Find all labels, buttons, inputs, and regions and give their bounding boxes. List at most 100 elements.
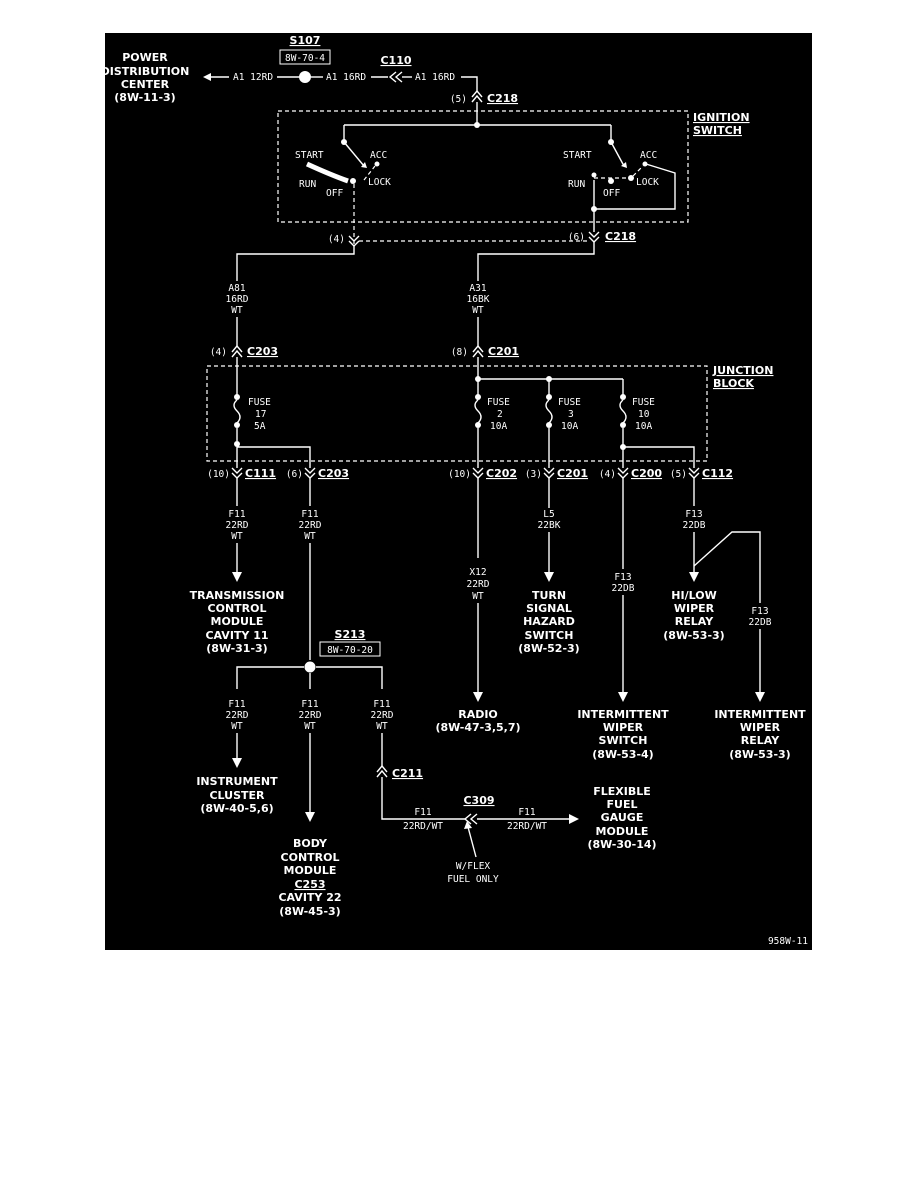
fuse-10-number: 10 bbox=[638, 409, 650, 420]
wire-f13-200-gauge: 22DB bbox=[612, 583, 635, 594]
radio-line-2: (8W-47-3,5,7) bbox=[435, 721, 520, 734]
junction-block-box bbox=[206, 365, 708, 462]
wire-a31-circuit: A31 bbox=[469, 283, 486, 294]
wire-a81-tracer: WT bbox=[231, 305, 243, 316]
turn-line-4: SWITCH bbox=[525, 629, 574, 642]
splice-s107-ref-box bbox=[279, 49, 331, 65]
pdc-label-line-2: DISTRIBUTION bbox=[105, 65, 189, 78]
wire-f11-bcm-tracer: WT bbox=[304, 721, 316, 732]
connector-c218-top-label: C218 bbox=[487, 92, 518, 105]
iwr-line-1: INTERMITTENT bbox=[714, 708, 806, 721]
connector-c201-top-label: C201 bbox=[488, 345, 519, 358]
fuse-17-symbol bbox=[233, 399, 241, 424]
ignition-right-start: START bbox=[563, 150, 592, 161]
wire-f11-rdwt-b-circuit: F11 bbox=[518, 807, 535, 818]
shape bbox=[621, 162, 627, 168]
wire-a1-12rd: A1 12RD bbox=[233, 72, 273, 83]
connector-c211-label: C211 bbox=[392, 767, 423, 780]
connector-c201-pin8-icon bbox=[472, 344, 484, 358]
fuse-3-label: FUSE bbox=[558, 397, 581, 408]
hilow-line-2: WIPER bbox=[674, 602, 715, 615]
pdc-label-line-3: CENTER bbox=[121, 78, 170, 91]
tcm-line-2: CONTROL bbox=[208, 602, 267, 615]
shape bbox=[361, 162, 367, 168]
bcm-line-5: CAVITY 22 bbox=[278, 891, 341, 904]
fuse-3: FUSE 3 10A bbox=[545, 379, 581, 432]
pin-c203-4: (4) bbox=[210, 347, 227, 358]
ignition-right-contact-arm bbox=[610, 141, 625, 167]
bcm-line-1: BODY bbox=[293, 837, 328, 850]
pdc-label-line-4: (8W-11-3) bbox=[114, 91, 175, 104]
flex-line-2: FUEL bbox=[607, 798, 638, 811]
tcm-line-5: (8W-31-3) bbox=[206, 642, 267, 655]
connector-c203-pin4-icon bbox=[231, 344, 243, 358]
destination-bcm: BODY CONTROL MODULE C253 CAVITY 22 (8W-4… bbox=[278, 837, 341, 918]
wflex-pointer bbox=[467, 826, 477, 858]
connector-c211-icon bbox=[376, 764, 388, 778]
wire-f13-112-circuit: F13 bbox=[685, 509, 702, 520]
bcm-line-4: C253 bbox=[294, 878, 325, 891]
wire-f11-rdwt-a-gauge: 22RD/WT bbox=[403, 821, 443, 832]
flex-line-5: (8W-30-14) bbox=[587, 838, 656, 851]
ignition-left-lock: LOCK bbox=[368, 177, 391, 188]
ignition-left-off: OFF bbox=[326, 188, 343, 199]
note-wflex-1: W/FLEX bbox=[456, 861, 491, 872]
iwr-line-3: RELAY bbox=[741, 734, 780, 747]
connector-c110-icon bbox=[388, 71, 403, 83]
tcm-line-4: CAVITY 11 bbox=[205, 629, 268, 642]
wire-f11-ic-circuit: F11 bbox=[228, 699, 245, 710]
ignition-right-off: OFF bbox=[603, 188, 620, 199]
pin-c200-4: (4) bbox=[599, 469, 616, 480]
iws-line-4: (8W-53-4) bbox=[592, 748, 653, 761]
fuse-3-symbol bbox=[545, 399, 553, 424]
tcm-line-1: TRANSMISSION bbox=[190, 589, 285, 602]
polyline bbox=[316, 666, 383, 689]
connector-c201-bottom-label: C201 bbox=[557, 467, 588, 480]
fuse-10-label: FUSE bbox=[632, 397, 655, 408]
int-wiper-switch-arrow-icon bbox=[618, 692, 628, 702]
power-distribution-center: POWER DISTRIBUTION CENTER (8W-11-3) bbox=[105, 51, 189, 104]
pin-c111-10: (10) bbox=[207, 469, 230, 480]
pin-c218-6: (6) bbox=[568, 232, 585, 243]
wire-f11-ic-gauge: 22RD bbox=[226, 710, 249, 721]
destination-flex-fuel: FLEXIBLE FUEL GAUGE MODULE (8W-30-14) bbox=[587, 785, 656, 851]
wire-a1-16rd-a: A1 16RD bbox=[326, 72, 366, 83]
ic-line-1: INSTRUMENT bbox=[196, 775, 278, 788]
connector-c200-label: C200 bbox=[631, 467, 662, 480]
int-wiper-relay-arrow-icon bbox=[755, 692, 765, 702]
bcm-line-3: MODULE bbox=[284, 864, 337, 877]
connector-c203-bottom-label: C203 bbox=[318, 467, 349, 480]
wire-f11-ic-tracer: WT bbox=[231, 721, 243, 732]
hilow-line-1: HI/LOW bbox=[671, 589, 716, 602]
circle bbox=[620, 394, 626, 400]
connector-c110-label: C110 bbox=[380, 54, 411, 67]
flex-line-3: GAUGE bbox=[601, 811, 644, 824]
ignition-right-loop bbox=[593, 163, 676, 210]
wire-x12-tracer: WT bbox=[472, 591, 484, 602]
wire-f11-bcm-gauge: 22RD bbox=[299, 710, 322, 721]
hilow-relay-arrow-icon bbox=[689, 572, 699, 582]
wire-l5-gauge: 22BK bbox=[538, 520, 561, 531]
wire-segment bbox=[363, 165, 376, 181]
destination-tcm: TRANSMISSION CONTROL MODULE CAVITY 11 (8… bbox=[190, 589, 285, 655]
splice-s107-dot bbox=[299, 71, 311, 83]
pin-c201-8: (8) bbox=[451, 347, 468, 358]
relay-branch-wire bbox=[693, 531, 761, 603]
destination-radio: RADIO (8W-47-3,5,7) bbox=[435, 708, 520, 734]
wire-f13-relay-circuit: F13 bbox=[751, 606, 768, 617]
turn-signal-arrow-icon bbox=[544, 572, 554, 582]
wire-a31-tracer: WT bbox=[472, 305, 484, 316]
ignition-left-contact-arm bbox=[343, 141, 365, 167]
wire-a81-circuit: A81 bbox=[228, 283, 245, 294]
connector-c202-label: C202 bbox=[486, 467, 517, 480]
wire-l5-circuit: L5 bbox=[543, 509, 554, 520]
circle bbox=[234, 441, 240, 447]
ignition-left-run: RUN bbox=[299, 179, 316, 190]
ignition-switch-box bbox=[277, 110, 689, 223]
figure-id: 958W-11 bbox=[768, 936, 808, 947]
bcm-line-6: (8W-45-3) bbox=[279, 905, 340, 918]
fuse-2-number: 2 bbox=[497, 409, 503, 420]
wire-a1-16rd-b: A1 16RD bbox=[415, 72, 455, 83]
connector-c309-label: C309 bbox=[463, 794, 494, 807]
hilow-line-3: RELAY bbox=[675, 615, 714, 628]
